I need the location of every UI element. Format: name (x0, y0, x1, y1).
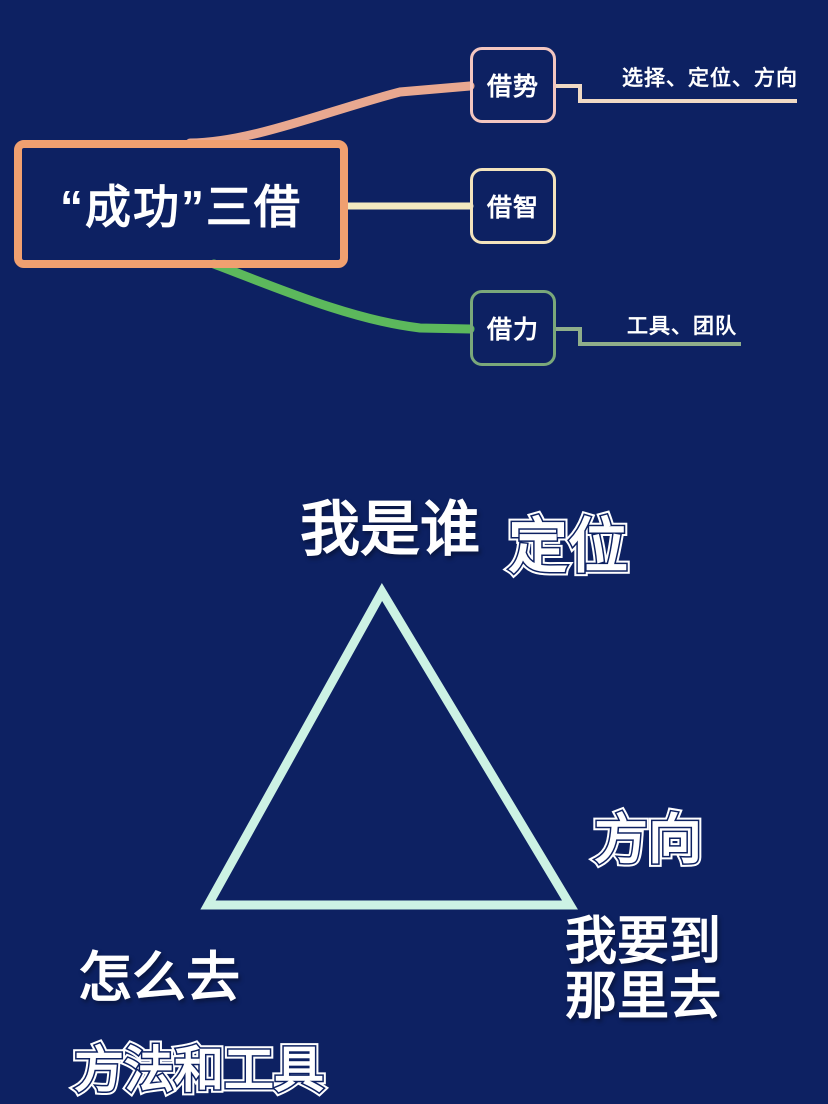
label-positioning-ring: 定位 (505, 510, 632, 584)
label-positioning-core: 定位 (508, 513, 628, 580)
connector-jieshi-curve (185, 81, 475, 148)
label-direction-core: 方向 (594, 810, 702, 870)
triangle-outline (200, 583, 578, 910)
label-where-am-i-going-line1: 我要到 (565, 913, 722, 971)
branch-node-jieli[interactable]: 借力 (470, 290, 556, 366)
label-methods-and-tools-ring: 方法和工具 (71, 1039, 328, 1102)
label-direction: 方向 方向 方向 (591, 795, 706, 874)
connector-jieli-curve (209, 259, 475, 334)
root-node-success-three-borrows[interactable]: “成功”三借 (14, 140, 348, 268)
label-methods-and-tools-gap: 方法和工具 (73, 1041, 326, 1100)
sub-label-jieshi: 选择、定位、方向 (622, 67, 798, 90)
label-how-to-get-there: 怎么去 (78, 948, 240, 1008)
branch-node-jiezhi[interactable]: 借智 (470, 168, 556, 244)
label-methods-and-tools-core: 方法和工具 (74, 1042, 324, 1098)
label-direction-gap: 方向 (593, 809, 704, 872)
label-direction-ring: 方向 (591, 807, 706, 874)
label-positioning-gap: 定位 (507, 512, 630, 582)
label-positioning: 定位 定位 定位 (505, 498, 632, 585)
label-methods-and-tools: 方法和工具 方法和工具 方法和工具 (71, 1030, 328, 1102)
connector-jieli-underline (556, 327, 741, 346)
sub-label-jieli: 工具、团队 (627, 315, 737, 338)
connector-jieshi-underline (556, 84, 797, 103)
label-where-am-i-going-line2: 那里去 (565, 967, 722, 1026)
label-who-am-i: 我是谁 (300, 496, 480, 563)
label-where-am-i-going: 我要到 那里去 (565, 915, 721, 1024)
branch-node-jieshi[interactable]: 借势 (470, 47, 556, 123)
triangle-diagram (200, 583, 578, 910)
